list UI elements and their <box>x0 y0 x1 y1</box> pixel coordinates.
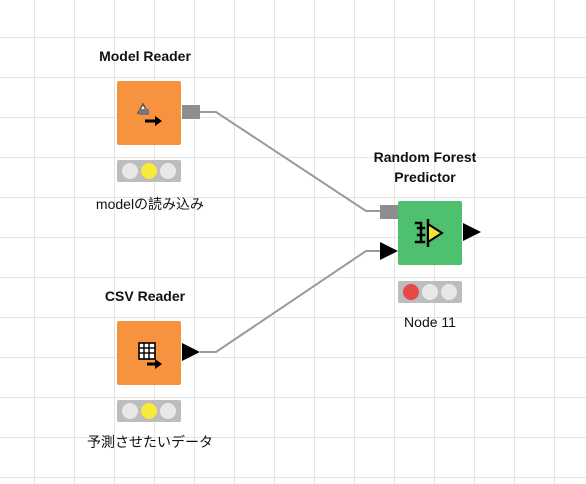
rf-predictor-node[interactable] <box>398 201 462 265</box>
table-reader-icon <box>138 342 162 369</box>
rf-predictor-model-input-port[interactable] <box>380 205 398 219</box>
csv-reader-output-port[interactable] <box>182 343 200 361</box>
status-light-yellow <box>140 403 157 419</box>
status-light-green-off <box>160 163 177 179</box>
rf-predictor-data-input-port[interactable] <box>380 242 398 260</box>
model-reader-status-indicator <box>117 160 181 182</box>
status-light-green-off <box>441 284 458 300</box>
rf-predictor-title-line2: Predictor <box>394 169 456 185</box>
model-reader-output-port[interactable] <box>182 105 200 119</box>
model-reader-title[interactable]: Model Reader <box>99 48 191 64</box>
connection-csv-to-predictor[interactable] <box>200 250 382 353</box>
predictor-icon <box>414 219 444 247</box>
status-light-yellow <box>140 163 157 179</box>
rf-predictor-output-port[interactable] <box>463 223 481 241</box>
csv-reader-title[interactable]: CSV Reader <box>104 288 186 304</box>
model-reader-icon <box>136 102 162 126</box>
status-light-red-off <box>121 403 138 419</box>
status-light-green-off <box>160 403 177 419</box>
csv-reader-label[interactable]: 予測させたいデータ <box>87 434 213 450</box>
model-reader-node[interactable] <box>117 81 181 145</box>
csv-reader-node[interactable] <box>117 321 181 385</box>
rf-predictor-title-line1: Random Forest <box>373 149 477 165</box>
csv-reader-status-indicator <box>117 400 181 422</box>
rf-predictor-label[interactable]: Node 11 <box>404 314 456 330</box>
rf-predictor-status-indicator <box>398 281 462 303</box>
status-light-yellow-off <box>421 284 438 300</box>
rf-predictor-title[interactable]: Random Forest Predictor <box>345 147 505 187</box>
status-light-red <box>402 284 419 300</box>
connection-model-to-predictor[interactable] <box>200 111 382 212</box>
model-reader-label[interactable]: modelの読み込み <box>95 196 205 212</box>
status-light-red-off <box>121 163 138 179</box>
